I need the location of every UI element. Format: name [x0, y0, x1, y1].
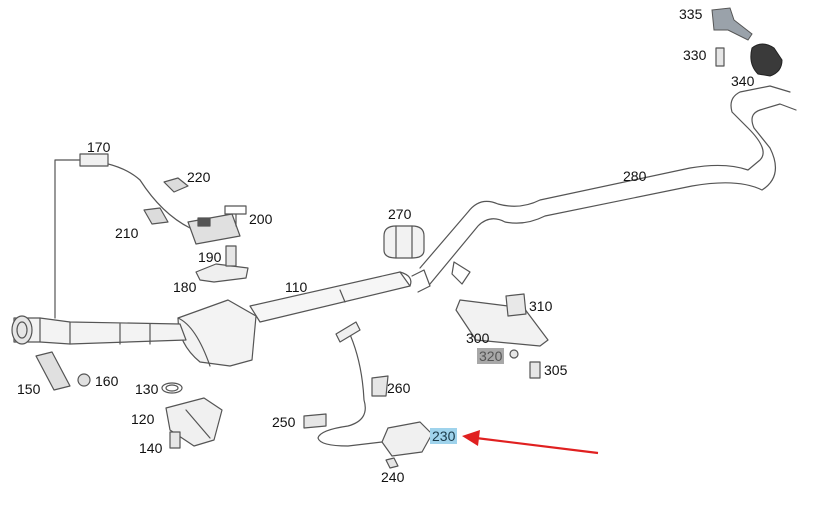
exhaust-pipe-280-outline	[419, 85, 791, 269]
bolt-190	[225, 245, 237, 267]
callout-330: 330	[683, 47, 707, 63]
nut-320	[509, 349, 519, 359]
callout-220: 220	[187, 169, 211, 185]
callout-190: 190	[198, 249, 222, 265]
sensor-unit-230	[381, 421, 433, 457]
callout-250: 250	[272, 414, 296, 430]
callout-110: 110	[285, 279, 308, 295]
clamp-270	[383, 225, 425, 259]
clip-250	[303, 413, 327, 429]
clip-210	[143, 207, 169, 225]
nut-240	[385, 457, 399, 469]
exhaust-pipe-280-outline-inner	[429, 103, 797, 285]
nut-160	[77, 373, 91, 387]
callout-240: 240	[381, 469, 405, 485]
muffler	[177, 299, 257, 367]
bracket-180	[195, 263, 249, 283]
callout-200: 200	[249, 211, 273, 227]
highlight-arrow	[462, 430, 599, 455]
control-module-200	[187, 213, 241, 245]
mount-150	[35, 351, 71, 391]
callout-140: 140	[139, 440, 163, 456]
bolt-140	[169, 431, 181, 449]
callout-320: 320	[477, 348, 505, 364]
bolt-305	[529, 361, 541, 379]
callout-180: 180	[173, 279, 197, 295]
callout-305: 305	[544, 362, 568, 378]
callout-120: 120	[131, 411, 155, 427]
hanger-335	[711, 7, 753, 41]
callout-335: 335	[679, 6, 703, 22]
callout-130: 130	[135, 381, 159, 397]
callout-300: 300	[466, 330, 490, 346]
callout-260: 260	[387, 380, 411, 396]
rubber-mount-310	[505, 293, 527, 317]
callout-160: 160	[95, 373, 119, 389]
callout-170: 170	[87, 139, 111, 155]
seal-130	[161, 382, 183, 394]
rubber-hanger-340	[750, 43, 783, 77]
callout-210: 210	[115, 225, 139, 241]
callout-270: 270	[388, 206, 412, 222]
callout-230: 230	[430, 428, 458, 444]
bolt-330	[715, 47, 725, 67]
clip-220	[163, 177, 189, 193]
clip-260	[371, 375, 389, 397]
callout-280: 280	[623, 168, 647, 184]
callout-150: 150	[17, 381, 41, 397]
callout-310: 310	[529, 298, 553, 314]
sensor-wire-230	[317, 329, 383, 447]
callout-340: 340	[731, 73, 755, 89]
pipe-110	[249, 271, 411, 323]
